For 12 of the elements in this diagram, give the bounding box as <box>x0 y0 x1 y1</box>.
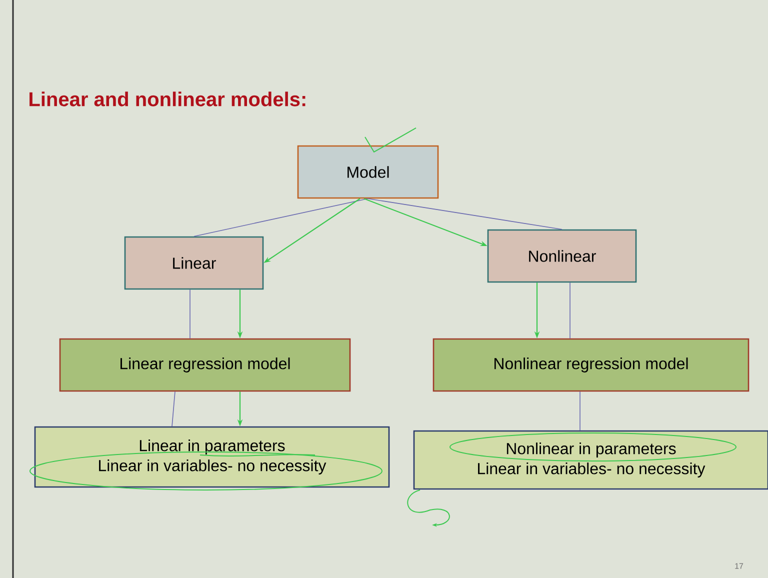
page-number: 17 <box>735 563 744 569</box>
connector-line <box>368 198 562 230</box>
model-box: Linear regression model <box>59 338 351 392</box>
category-box: Linear <box>124 236 264 290</box>
category-box: Nonlinear <box>487 229 637 283</box>
property-box: Linear in parameters Linear in variables- no necessity <box>34 426 390 488</box>
root-box: Model <box>297 145 439 199</box>
model-box: Nonlinear regression model <box>432 338 750 392</box>
connector-line <box>172 391 176 427</box>
slide-title: Linear and nonlinear models: <box>30 92 306 106</box>
property-box: Nonlinear in parameters Linear in variables- no necessity <box>413 430 768 490</box>
connector-line <box>194 198 368 237</box>
